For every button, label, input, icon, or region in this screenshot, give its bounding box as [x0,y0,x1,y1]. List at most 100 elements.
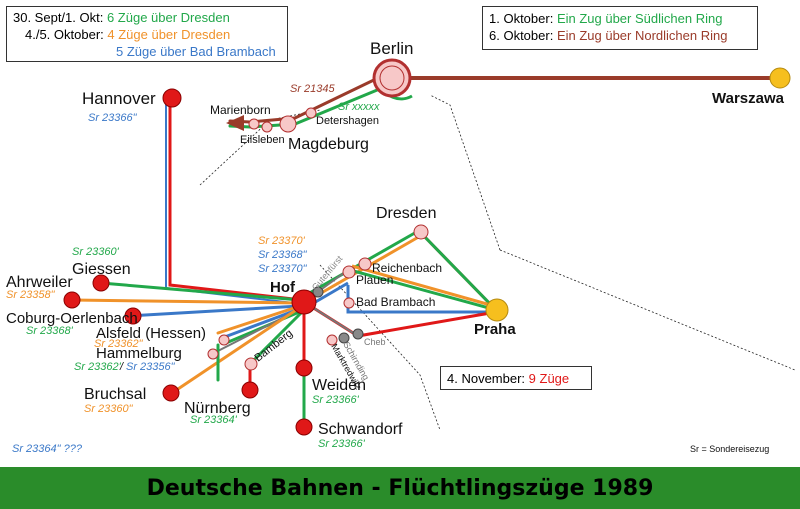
station-node-cheb [352,328,364,340]
label-schwandorf: Schwandorf [318,421,403,438]
route-line-dresden-blue [311,281,349,306]
station-node-plauen [342,265,356,279]
label-coburg: Coburg-Oerlenbach [6,310,138,327]
station-node-dresden [413,224,429,240]
train-label-sr23368p: Sr 23368' [26,325,74,337]
label-warszawa: Warszawa [712,90,785,107]
train-label-sr23364pp: Sr 23364" ??? [12,443,83,455]
route-line-bruchsal-orange [170,304,304,395]
route-line-alsfeld-orange [216,304,302,335]
legend-right: 1. Oktober: Ein Zug über Südlichen Ring … [482,6,758,50]
station-node-bamberg [244,357,258,371]
legend-right-row-1-prefix: 1. Oktober: [489,11,554,26]
train-label-sr23370p: Sr 23370' [258,235,306,247]
station-node-hannover [162,88,182,108]
label-praha: Praha [474,321,516,338]
station-node-hof [291,289,317,315]
legend-left-row-1-prefix: 30. Sept/1. Okt: [13,10,104,25]
train-label-sr23366p-schwandorf: Sr 23366' [318,438,366,450]
border-line-gdr-east [429,94,501,251]
station-node-gutenfurst [312,286,324,298]
label-alsfeld: Alsfeld (Hessen) [96,325,206,342]
train-label-sr23364p: Sr 23364' [190,414,238,426]
train-label-sr23358pp: Sr 23358" [6,289,56,301]
label-eilsleben: Eilsleben [240,134,285,146]
station-node-alsfeld [218,334,230,346]
station-node-bad-brambach [343,297,355,309]
station-node-weiden [295,359,313,377]
label-giessen: Giessen [72,261,131,278]
train-label-sr23366p-weiden: Sr 23366' [312,394,360,406]
station-node-giessen [92,274,110,292]
label-dresden: Dresden [376,205,436,222]
station-node-praha [485,298,509,322]
route-line-giessen-green [99,281,302,302]
train-label-sr23356pp: Sr 23356" [126,361,176,373]
legend-left: 30. Sept/1. Okt: 6 Züge über Dresden 4./… [6,6,288,62]
legend-right-row-2-text: Ein Zug über Nordlichen Ring [556,28,728,43]
label-hammelburg: Hammelburg [96,345,182,362]
station-node-nurnberg [241,381,259,399]
label-bamberg: Bamberg [252,327,295,364]
train-label-srxxxxx: Sr xxxxx [338,101,380,113]
route-line-bamberg-green [248,308,306,366]
station-node-schwandorf [295,418,313,436]
footer-title: Deutsche Bahnen - Flüchtlingszüge 1989 [146,475,654,501]
train-label-sr21345: Sr 21345 [290,83,336,95]
route-line-alsfeld-blue [220,306,304,340]
label-magdeburg: Magdeburg [288,136,369,153]
november-box: 4. November: 9 Züge [440,366,592,390]
route-fan-west [70,281,306,428]
legend-right-row-1: 1. Oktober: Ein Zug über Südlichen Ring [489,10,751,27]
station-node-warszawa [769,67,791,89]
station-node-eilsleben [261,121,273,133]
train-label-sr23360pp: Sr 23360" [84,403,134,415]
route-line-brambach-blue [346,285,496,314]
route-berlin-marienborn [226,76,384,131]
label-weiden: Weiden [312,377,366,394]
train-label-sr23360p: Sr 23360' [72,246,120,258]
label-bad-brambach: Bad Brambach [356,295,435,309]
route-line-dresden-praha-orange [351,264,495,308]
label-reichenbach: Reichenbach [372,261,442,275]
train-label-sr23362pp: Sr 23362" [94,338,144,350]
train-label-slash: / [119,361,124,373]
label-detershagen: Detershagen [316,115,379,127]
station-node-marienborn [248,118,260,130]
label-cheb: Cheb [364,337,386,347]
legend-right-row-1-text: Ein Zug über Südlichen Ring [556,11,723,26]
november-prefix: 4. November: [447,371,526,386]
train-labels: Sr 21345 Sr xxxxx Sr 23366" Sr 23370' Sr… [6,83,380,455]
arrow-west [226,115,244,131]
legend-left-row-2-text: 4 Züge über Dresden [107,27,231,42]
station-node-ahrweiler [63,291,81,309]
station-node-berlin-inner [379,65,405,91]
legend-left-row-2: 4./5. Oktober: 4 Züge über Dresden [13,26,281,43]
label-hof: Hof [270,279,296,296]
legend-left-row-1-text: 6 Züge über Dresden [106,10,230,25]
november-text: 9 Züge [528,371,570,386]
label-nurnberg: Nürnberg [184,400,251,417]
label-ahrweiler: Ahrweiler [6,274,73,291]
station-node-magdeburg [279,115,297,133]
station-node-reichenbach [358,257,372,271]
station-node-marktredwitz [326,334,338,346]
station-nodes [63,58,791,436]
station-node-coburg [124,307,142,325]
legend-right-row-2: 6. Oktober: Ein Zug über Nordlichen Ring [489,27,751,44]
route-bad-brambach [346,285,496,314]
station-node-schirnding [338,332,350,344]
legend-left-row-2-prefix: 4./5. Oktober: [25,27,104,42]
station-node-bruchsal [162,384,180,402]
train-label-sr23370pp: Sr 23370" [258,263,308,275]
border-line-cs-pl [499,249,796,371]
route-map: Berlin Warszawa Marienborn Eilsleben Mag… [6,39,796,455]
label-bruchsal: Bruchsal [84,386,146,403]
label-berlin: Berlin [370,39,413,58]
train-label-sr23366-hannover: Sr 23366" [88,112,138,124]
label-plauen: Plauen [356,273,393,287]
route-line-ahrweiler-orange [70,298,302,305]
station-node-hammelburg [207,348,219,360]
route-line-coburg-blue [126,304,302,318]
